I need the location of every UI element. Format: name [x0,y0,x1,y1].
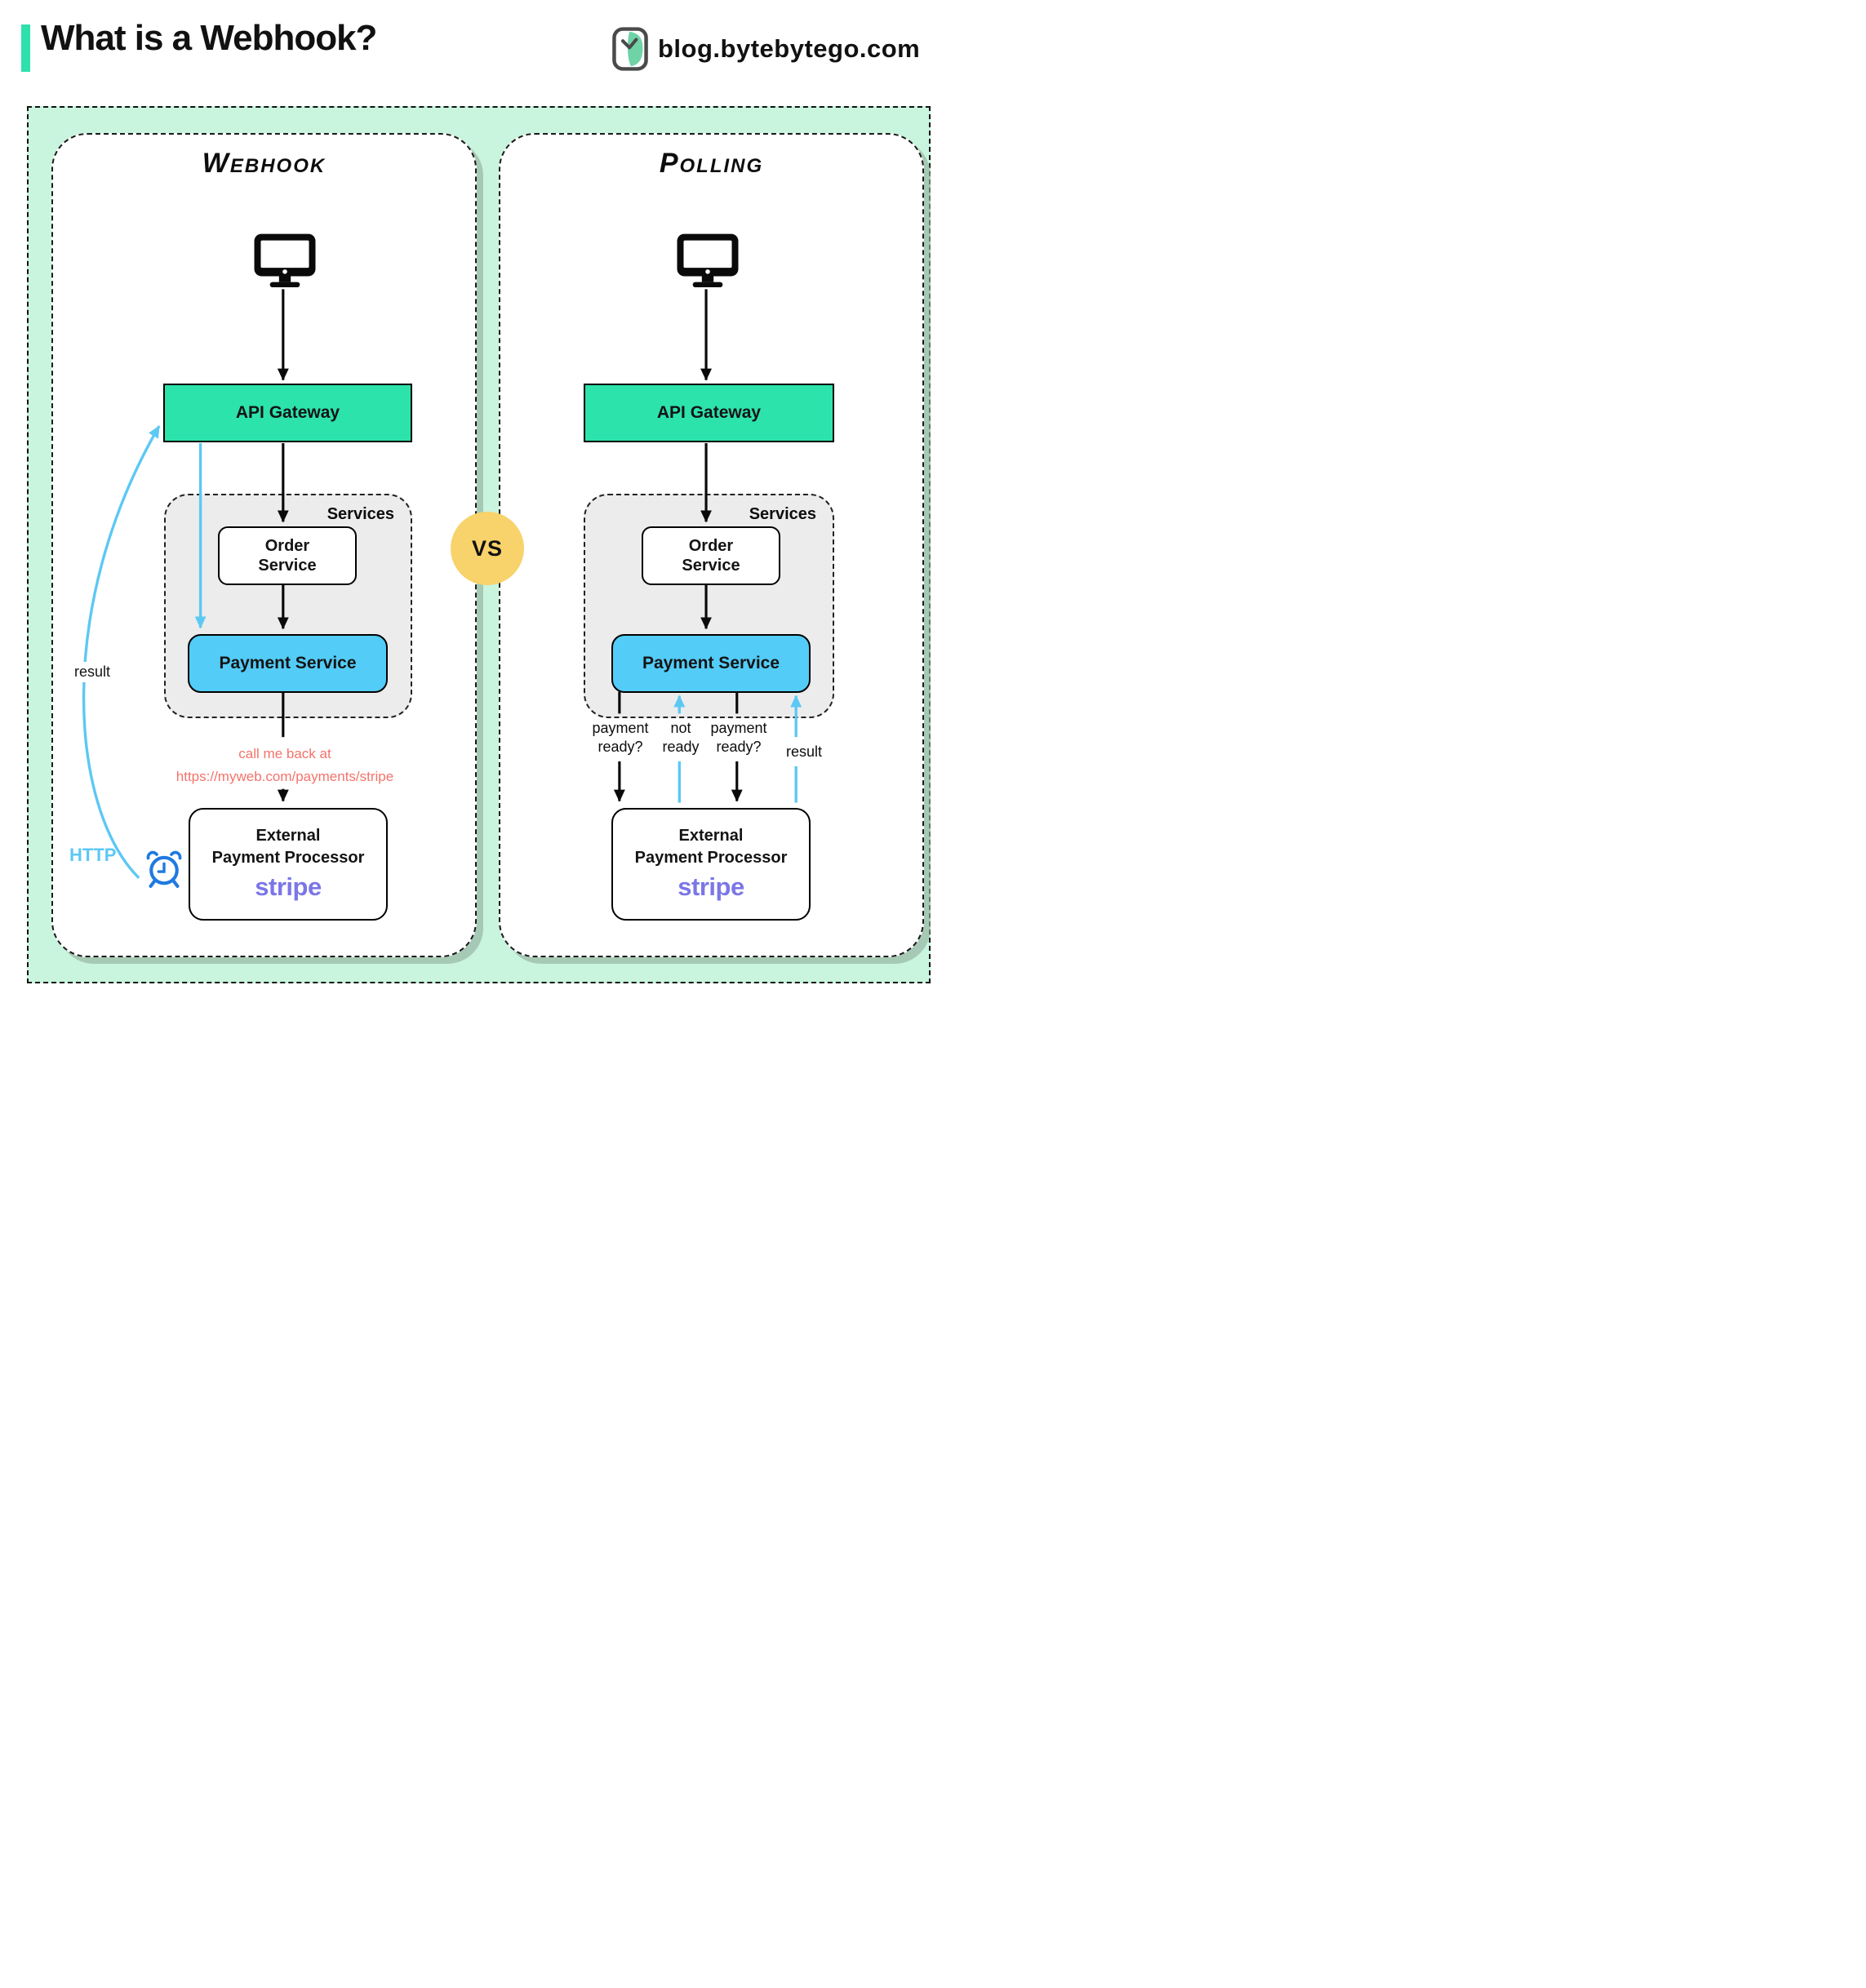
external-payment-processor-box: External Payment Processor stripe [611,808,811,921]
not-ready-label: not ready [662,720,700,756]
vs-badge: VS [451,512,524,585]
http-label: HTTP [69,845,117,865]
polling-panel: Polling API Gateway Services Order Servi… [499,133,924,957]
stripe-logo: stripe [255,872,322,901]
order-service-label: Order Service [682,537,740,575]
payment-service-label: Payment Service [219,654,357,672]
payment-service-box: Payment Service [188,634,388,693]
webhook-panel-title: Webhook [202,148,327,179]
order-service-label: Order Service [258,537,317,575]
result-label: result [785,743,822,760]
external-payment-processor-box: External Payment Processor stripe [189,808,388,921]
alarm-clock-icon [144,848,184,890]
payment-ready-label-1: payment ready? [592,720,649,756]
order-service-box: Order Service [218,526,357,585]
bytebytego-logo: blog.bytebytego.com [612,24,922,73]
external-line2: Payment Processor [211,848,365,867]
payment-service-label: Payment Service [642,654,780,672]
callback-url-label: call me back at https://myweb.com/paymen… [175,746,394,785]
external-line1: External [678,826,744,845]
webhook-vs-polling-diagram: { "header": { "title": "What is a Webhoo… [0,0,933,994]
polling-panel-title: Polling [659,148,764,179]
result-label: result [64,662,120,682]
external-line2: Payment Processor [634,848,788,867]
external-line1: External [255,826,321,845]
api-gateway-label: API Gateway [656,403,762,422]
bytebytego-logo-icon [612,27,648,71]
logo-text: blog.bytebytego.com [658,34,921,63]
monitor-icon [252,233,318,287]
payment-ready-label-2: payment ready? [710,720,767,756]
payment-service-box: Payment Service [611,634,811,693]
monitor-icon [675,233,740,287]
api-gateway-box: API Gateway [584,384,834,442]
api-gateway-label: API Gateway [235,403,340,422]
order-service-box: Order Service [642,526,780,585]
api-gateway-box: API Gateway [163,384,412,442]
title-accent-bar [21,24,30,72]
page-title: What is a Webhook? [41,18,377,58]
webhook-panel: Webhook API Gateway Services Order Servi… [51,133,477,957]
stripe-logo: stripe [678,872,744,901]
services-group-label: Services [749,505,816,523]
services-group-label: Services [327,505,394,523]
